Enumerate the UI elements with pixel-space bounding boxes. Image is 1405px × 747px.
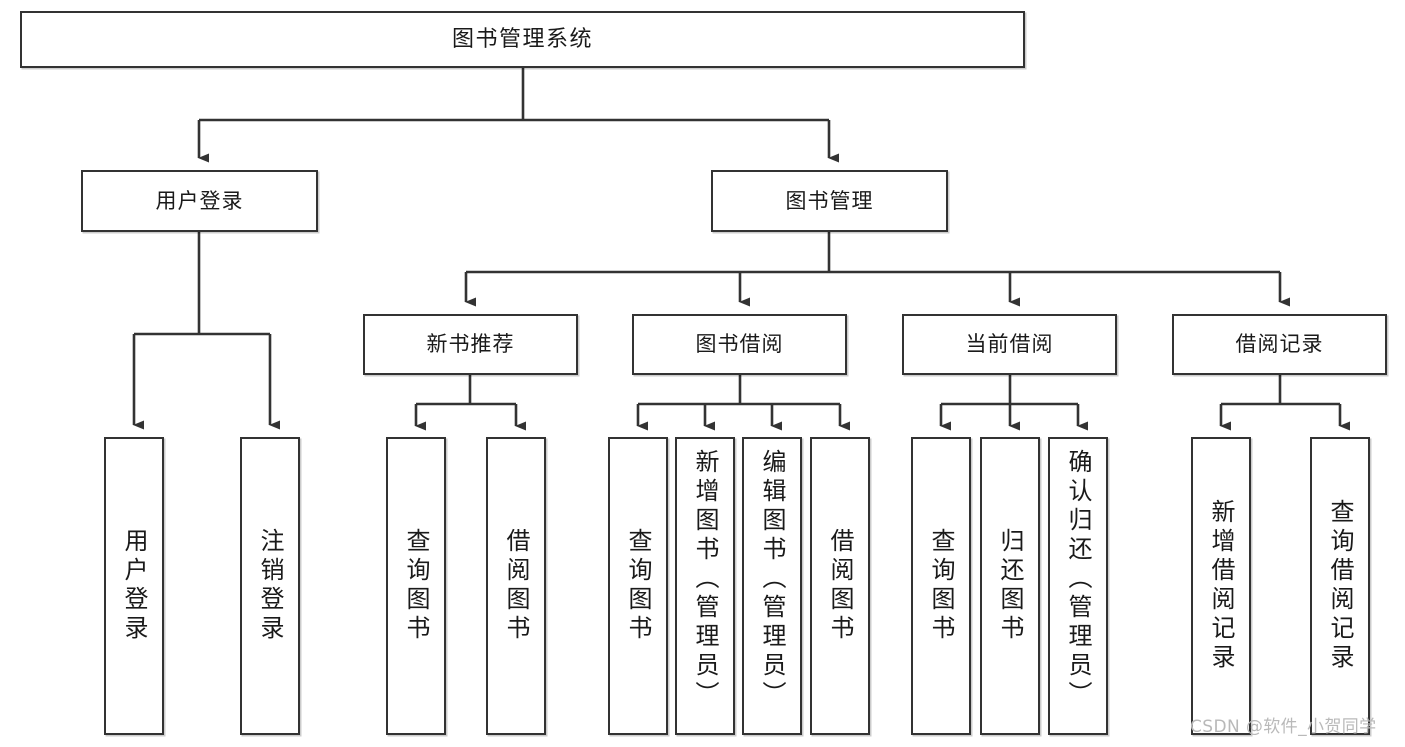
node-label: 归还图书 [996, 528, 1024, 644]
node-label: 新增借阅记录 [1207, 499, 1235, 673]
node-label: 当前借阅 [965, 332, 1054, 357]
node-label: 查询借阅记录 [1326, 499, 1354, 673]
node-label: 图书管理系统 [451, 26, 593, 52]
leaf-current-confirm-return-admin[interactable]: 确认归还（管理员） [1048, 437, 1108, 735]
leaf-recommend-borrow-book[interactable]: 借阅图书 [486, 437, 546, 735]
node-label: 借阅记录 [1235, 332, 1324, 357]
leaf-borrow-add-book-admin[interactable]: 新增图书（管理员） [675, 437, 735, 735]
leaf-record-add-record[interactable]: 新增借阅记录 [1191, 437, 1251, 735]
node-book-management[interactable]: 图书管理 [711, 170, 948, 232]
node-book-borrow[interactable]: 图书借阅 [632, 314, 847, 375]
node-root-system[interactable]: 图书管理系统 [20, 11, 1025, 68]
node-borrow-record[interactable]: 借阅记录 [1172, 314, 1387, 375]
node-label: 图书管理 [785, 188, 874, 213]
node-label: 新增图书（管理员） [691, 449, 719, 710]
node-user-login[interactable]: 用户登录 [81, 170, 318, 232]
leaf-borrow-borrow-book[interactable]: 借阅图书 [810, 437, 870, 735]
node-label: 用户登录 [120, 528, 148, 644]
node-label: 查询图书 [624, 528, 652, 644]
leaf-current-return-book[interactable]: 归还图书 [980, 437, 1040, 735]
leaf-borrow-query-book[interactable]: 查询图书 [608, 437, 668, 735]
leaf-borrow-edit-book-admin[interactable]: 编辑图书（管理员） [742, 437, 802, 735]
node-label: 查询图书 [402, 528, 430, 644]
node-label: 用户登录 [155, 188, 244, 213]
node-label: 借阅图书 [826, 528, 854, 644]
node-label: 确认归还（管理员） [1064, 449, 1092, 710]
node-label: 查询图书 [927, 528, 955, 644]
node-label: 新书推荐 [426, 332, 515, 357]
leaf-user-login-logout[interactable]: 注销登录 [240, 437, 300, 735]
leaf-user-login-login[interactable]: 用户登录 [104, 437, 164, 735]
node-current-borrow[interactable]: 当前借阅 [902, 314, 1117, 375]
watermark-text: CSDN @软件_小贺同学 [1190, 717, 1377, 737]
leaf-current-query-book[interactable]: 查询图书 [911, 437, 971, 735]
node-label: 编辑图书（管理员） [758, 449, 786, 710]
leaf-recommend-query-book[interactable]: 查询图书 [386, 437, 446, 735]
leaf-record-query-record[interactable]: 查询借阅记录 [1310, 437, 1370, 735]
node-label: 注销登录 [256, 528, 284, 644]
node-new-book-recommend[interactable]: 新书推荐 [363, 314, 578, 375]
node-label: 图书借阅 [695, 332, 784, 357]
node-label: 借阅图书 [502, 528, 530, 644]
